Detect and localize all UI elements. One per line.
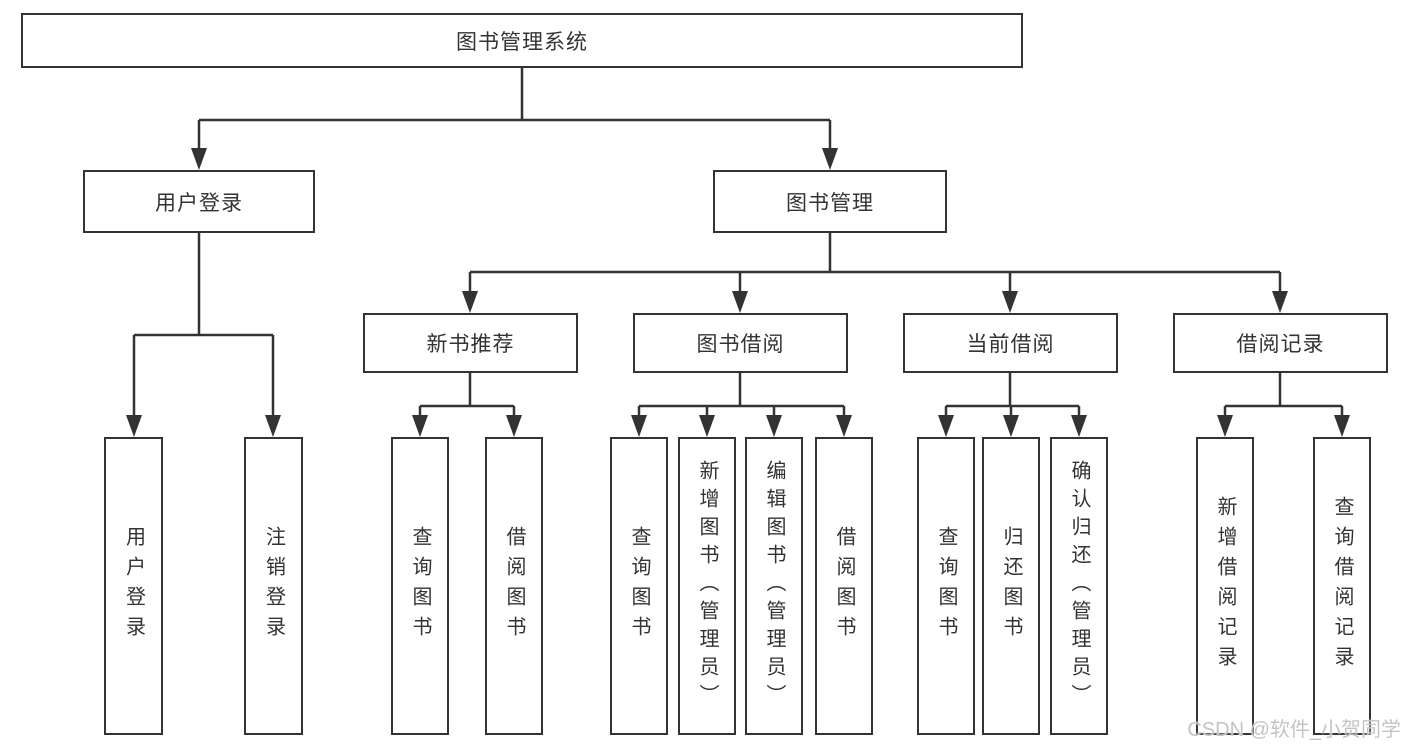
leaf-nbr-query-book-label: 查询图书 bbox=[409, 526, 431, 646]
leaf-bb-query-book: 查询图书 bbox=[610, 437, 668, 735]
node-new-book-rec-label: 新书推荐 bbox=[426, 333, 515, 356]
node-book-mgmt-label: 图书管理 bbox=[786, 191, 874, 215]
node-user-login: 用户登录 bbox=[83, 170, 315, 233]
leaf-br-query-record-label: 查询借阅记录 bbox=[1331, 496, 1353, 676]
leaf-user-login: 用户登录 bbox=[104, 437, 163, 735]
leaf-bb-borrow-book-label: 借阅图书 bbox=[833, 526, 855, 646]
leaf-cb-return-book: 归还图书 bbox=[982, 437, 1040, 735]
leaf-bb-query-book-label: 查询图书 bbox=[628, 526, 650, 646]
leaf-bb-add-book-label: 新增图书（管理员） bbox=[696, 460, 718, 712]
leaf-cb-return-book-label: 归还图书 bbox=[1000, 526, 1022, 646]
leaf-cb-query-book: 查询图书 bbox=[917, 437, 975, 735]
node-book-mgmt: 图书管理 bbox=[713, 170, 947, 233]
leaf-bb-edit-book: 编辑图书（管理员） bbox=[745, 437, 803, 735]
leaf-logout: 注销登录 bbox=[244, 437, 303, 735]
node-borrow-record: 借阅记录 bbox=[1173, 313, 1388, 373]
node-current-borrow-label: 当前借阅 bbox=[966, 333, 1055, 356]
leaf-nbr-borrow-book-label: 借阅图书 bbox=[503, 526, 525, 646]
leaf-bb-add-book: 新增图书（管理员） bbox=[678, 437, 736, 735]
leaf-br-add-record: 新增借阅记录 bbox=[1196, 437, 1254, 735]
node-new-book-rec: 新书推荐 bbox=[363, 313, 578, 373]
leaf-nbr-query-book: 查询图书 bbox=[391, 437, 449, 735]
leaf-user-login-label: 用户登录 bbox=[122, 526, 145, 646]
csdn-watermark: CSDN @软件_小贺同学 bbox=[1187, 719, 1401, 741]
node-current-borrow: 当前借阅 bbox=[903, 313, 1118, 373]
node-user-login-label: 用户登录 bbox=[155, 191, 243, 215]
node-root-label: 图书管理系统 bbox=[456, 30, 588, 54]
leaf-bb-borrow-book: 借阅图书 bbox=[815, 437, 873, 735]
leaf-nbr-borrow-book: 借阅图书 bbox=[485, 437, 543, 735]
node-book-borrow: 图书借阅 bbox=[633, 313, 848, 373]
node-book-borrow-label: 图书借阅 bbox=[696, 333, 785, 356]
node-borrow-record-label: 借阅记录 bbox=[1236, 333, 1325, 356]
leaf-br-query-record: 查询借阅记录 bbox=[1313, 437, 1371, 735]
leaf-bb-edit-book-label: 编辑图书（管理员） bbox=[763, 460, 785, 712]
leaf-br-add-record-label: 新增借阅记录 bbox=[1214, 496, 1236, 676]
leaf-logout-label: 注销登录 bbox=[262, 526, 285, 646]
leaf-cb-confirm-return-label: 确认归还（管理员） bbox=[1068, 460, 1090, 712]
node-root: 图书管理系统 bbox=[21, 13, 1023, 68]
leaf-cb-confirm-return: 确认归还（管理员） bbox=[1050, 437, 1108, 735]
leaf-cb-query-book-label: 查询图书 bbox=[935, 526, 957, 646]
